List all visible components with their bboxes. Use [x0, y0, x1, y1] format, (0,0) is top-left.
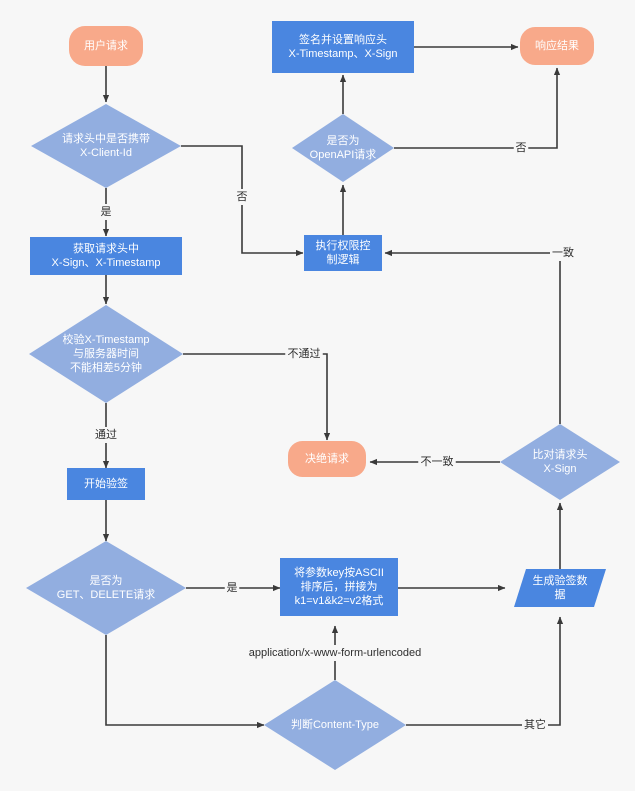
node-has-client-id-shape [31, 104, 181, 188]
node-user-request[interactable]: 用户请求 [69, 26, 143, 66]
node-judge-content-type-shape [264, 680, 406, 770]
node-reject-request-shape [288, 441, 366, 477]
edge-judge-content-type-urlencoded-label: application/x-www-form-urlencoded [249, 647, 421, 659]
edge-verify-timestamp-pass-label-group: 通过 [93, 427, 119, 443]
node-reject-request[interactable]: 决绝请求 [288, 441, 366, 477]
edge-has-client-id-yes-label-group: 是 [98, 204, 114, 220]
edge-has-client-id-yes-label: 是 [101, 205, 112, 218]
edge-has-client-id-no-label-bg [234, 189, 250, 205]
edge-verify-timestamp-pass-label-bg [93, 427, 119, 443]
edge-verify-timestamp-pass-label: 通过 [95, 428, 117, 441]
edge-verify-timestamp-fail [183, 353, 331, 441]
node-start-verify-shape [67, 468, 145, 500]
node-sort-params-shape [280, 558, 398, 616]
node-is-openapi-shape [292, 114, 394, 182]
edge-is-get-delete-yes-label: 是 [227, 581, 238, 594]
edge-is-get-delete-no-line [105, 635, 265, 729]
edge-is-openapi-no-label: 否 [516, 142, 527, 154]
node-get-headers-shape [30, 237, 182, 275]
node-sign-and-set-headers-shape [272, 21, 414, 73]
node-user-request-shape [69, 26, 143, 66]
edge-is-openapi-no-label-group: 否 [513, 140, 529, 156]
edge-verify-timestamp-fail-label-group: 不通过 [285, 346, 323, 362]
node-exec-auth-logic[interactable]: 执行权限控制逻辑 [304, 235, 382, 271]
edge-judge-content-type-urlencoded-label-group: application/x-www-form-urlencoded [234, 645, 436, 661]
edge-verify-timestamp-fail-line [183, 353, 331, 441]
edge-judge-content-type-other-label: 其它 [524, 717, 546, 731]
edge-compare-sign-match-label-bg [550, 245, 576, 261]
edge-is-get-delete-yes-label-group: 是 [224, 580, 240, 596]
edge-is-get-delete-yes-label-bg [224, 580, 240, 596]
edge-compare-sign-match-label: 一致 [552, 245, 574, 259]
edge-has-client-id-yes-label-bg [98, 204, 114, 220]
node-start-verify[interactable]: 开始验签 [67, 468, 145, 500]
edge-compare-sign-mismatch-label-bg [418, 454, 456, 470]
edge-compare-sign-match [384, 249, 561, 424]
edge-is-get-delete-no [105, 635, 265, 729]
edge-judge-content-type-other-label-bg [522, 717, 548, 733]
node-exec-auth-logic-shape [304, 235, 382, 271]
edge-labels-layer: 是否不通过通过是application/x-www-form-urlencode… [93, 140, 576, 733]
node-is-get-delete-shape [26, 541, 186, 635]
node-judge-content-type[interactable]: 判断Content-Type [264, 680, 406, 770]
node-response-result-shape [520, 27, 594, 65]
edge-has-client-id-no-label-group: 否 [234, 189, 250, 205]
edge-is-openapi-no-label-bg [513, 140, 529, 156]
edge-compare-sign-mismatch-label: 不一致 [421, 454, 454, 468]
edge-compare-sign-match-line [384, 249, 561, 424]
edge-has-client-id-no-label: 否 [237, 191, 248, 203]
edge-verify-timestamp-fail-label-bg [285, 346, 323, 362]
node-compare-sign-shape [500, 424, 620, 500]
edge-verify-timestamp-fail-label: 不通过 [288, 347, 321, 360]
edge-judge-content-type-urlencoded-label-bg [234, 645, 436, 661]
edge-is-openapi-no-line [394, 67, 561, 149]
edge-judge-content-type-other [406, 616, 564, 726]
edge-judge-content-type-other-label-group: 其它 [522, 717, 548, 733]
node-response-result[interactable]: 响应结果 [520, 27, 594, 65]
edge-compare-sign-mismatch-label-group: 不一致 [418, 454, 456, 470]
edge-is-openapi-no [394, 67, 561, 149]
node-gen-sign-data-shape [514, 569, 606, 607]
node-gen-sign-data[interactable]: 生成验签数据 [514, 569, 606, 607]
edge-judge-content-type-other-line [406, 616, 564, 726]
node-verify-timestamp-shape [29, 305, 183, 403]
edge-compare-sign-match-label-group: 一致 [550, 245, 576, 261]
